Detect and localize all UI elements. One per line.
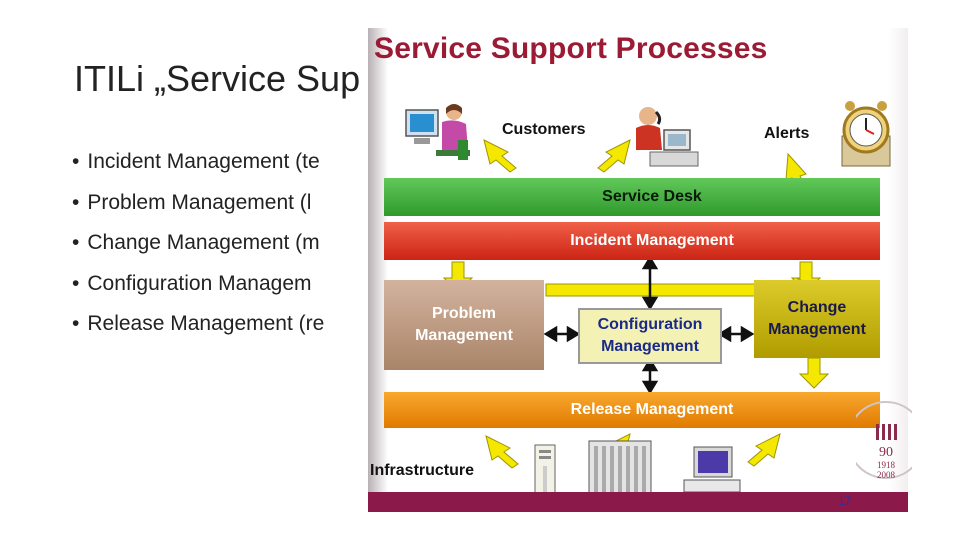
change-label-line2: Management bbox=[768, 321, 866, 338]
configuration-management-box: Configuration Management bbox=[578, 308, 722, 364]
alerts-label: Alerts bbox=[764, 125, 810, 142]
problem-label-line2: Management bbox=[415, 327, 513, 344]
seal-anniversary-text: 90 bbox=[879, 445, 893, 460]
infrastructure-label: Infrastructure bbox=[370, 462, 475, 479]
change-management-box: Change Management bbox=[754, 280, 880, 358]
configuration-label-line2: Management bbox=[601, 338, 699, 355]
service-support-diagram: Service Support Processes Customers Aler… bbox=[368, 28, 908, 512]
footer-bar bbox=[368, 492, 908, 512]
bullet-configuration: Configuration Managem bbox=[72, 268, 324, 309]
bullet-problem: Problem Management (l bbox=[72, 187, 324, 228]
server-tower-icon bbox=[534, 444, 556, 508]
figure-title: Service Support Processes bbox=[374, 32, 768, 65]
release-management-label: Release Management bbox=[570, 401, 734, 418]
slide-title: ITILi „Service Sup bbox=[74, 58, 361, 99]
release-management-band: Release Management bbox=[384, 392, 880, 428]
service-desk-band: Service Desk bbox=[384, 178, 880, 216]
problem-label-line1: Problem bbox=[431, 305, 496, 322]
service-agent-phone-icon bbox=[636, 107, 699, 167]
customers-label: Customers bbox=[502, 121, 586, 138]
seal-year-start: 1918 bbox=[877, 460, 896, 470]
problem-management-box: Problem Management bbox=[384, 280, 544, 370]
alarm-clock-icon bbox=[841, 101, 891, 167]
incident-management-band: Incident Management bbox=[384, 222, 880, 260]
bullet-release: Release Management (re bbox=[72, 308, 324, 349]
configuration-label-line1: Configuration bbox=[597, 316, 703, 333]
change-label-line1: Change bbox=[787, 299, 847, 316]
university-seal-logo: 90 1918 2008 bbox=[856, 401, 912, 480]
seal-year-end: 2008 bbox=[877, 470, 896, 480]
bullet-list: Incident Management (te Problem Manageme… bbox=[72, 146, 324, 349]
service-desk-label: Service Desk bbox=[602, 188, 702, 205]
bullet-incident: Incident Management (te bbox=[72, 146, 324, 187]
customer-computer-icon bbox=[405, 104, 470, 160]
page-number: 17 bbox=[838, 494, 852, 508]
incident-management-label: Incident Management bbox=[570, 232, 734, 249]
bullet-change: Change Management (m bbox=[72, 227, 324, 268]
